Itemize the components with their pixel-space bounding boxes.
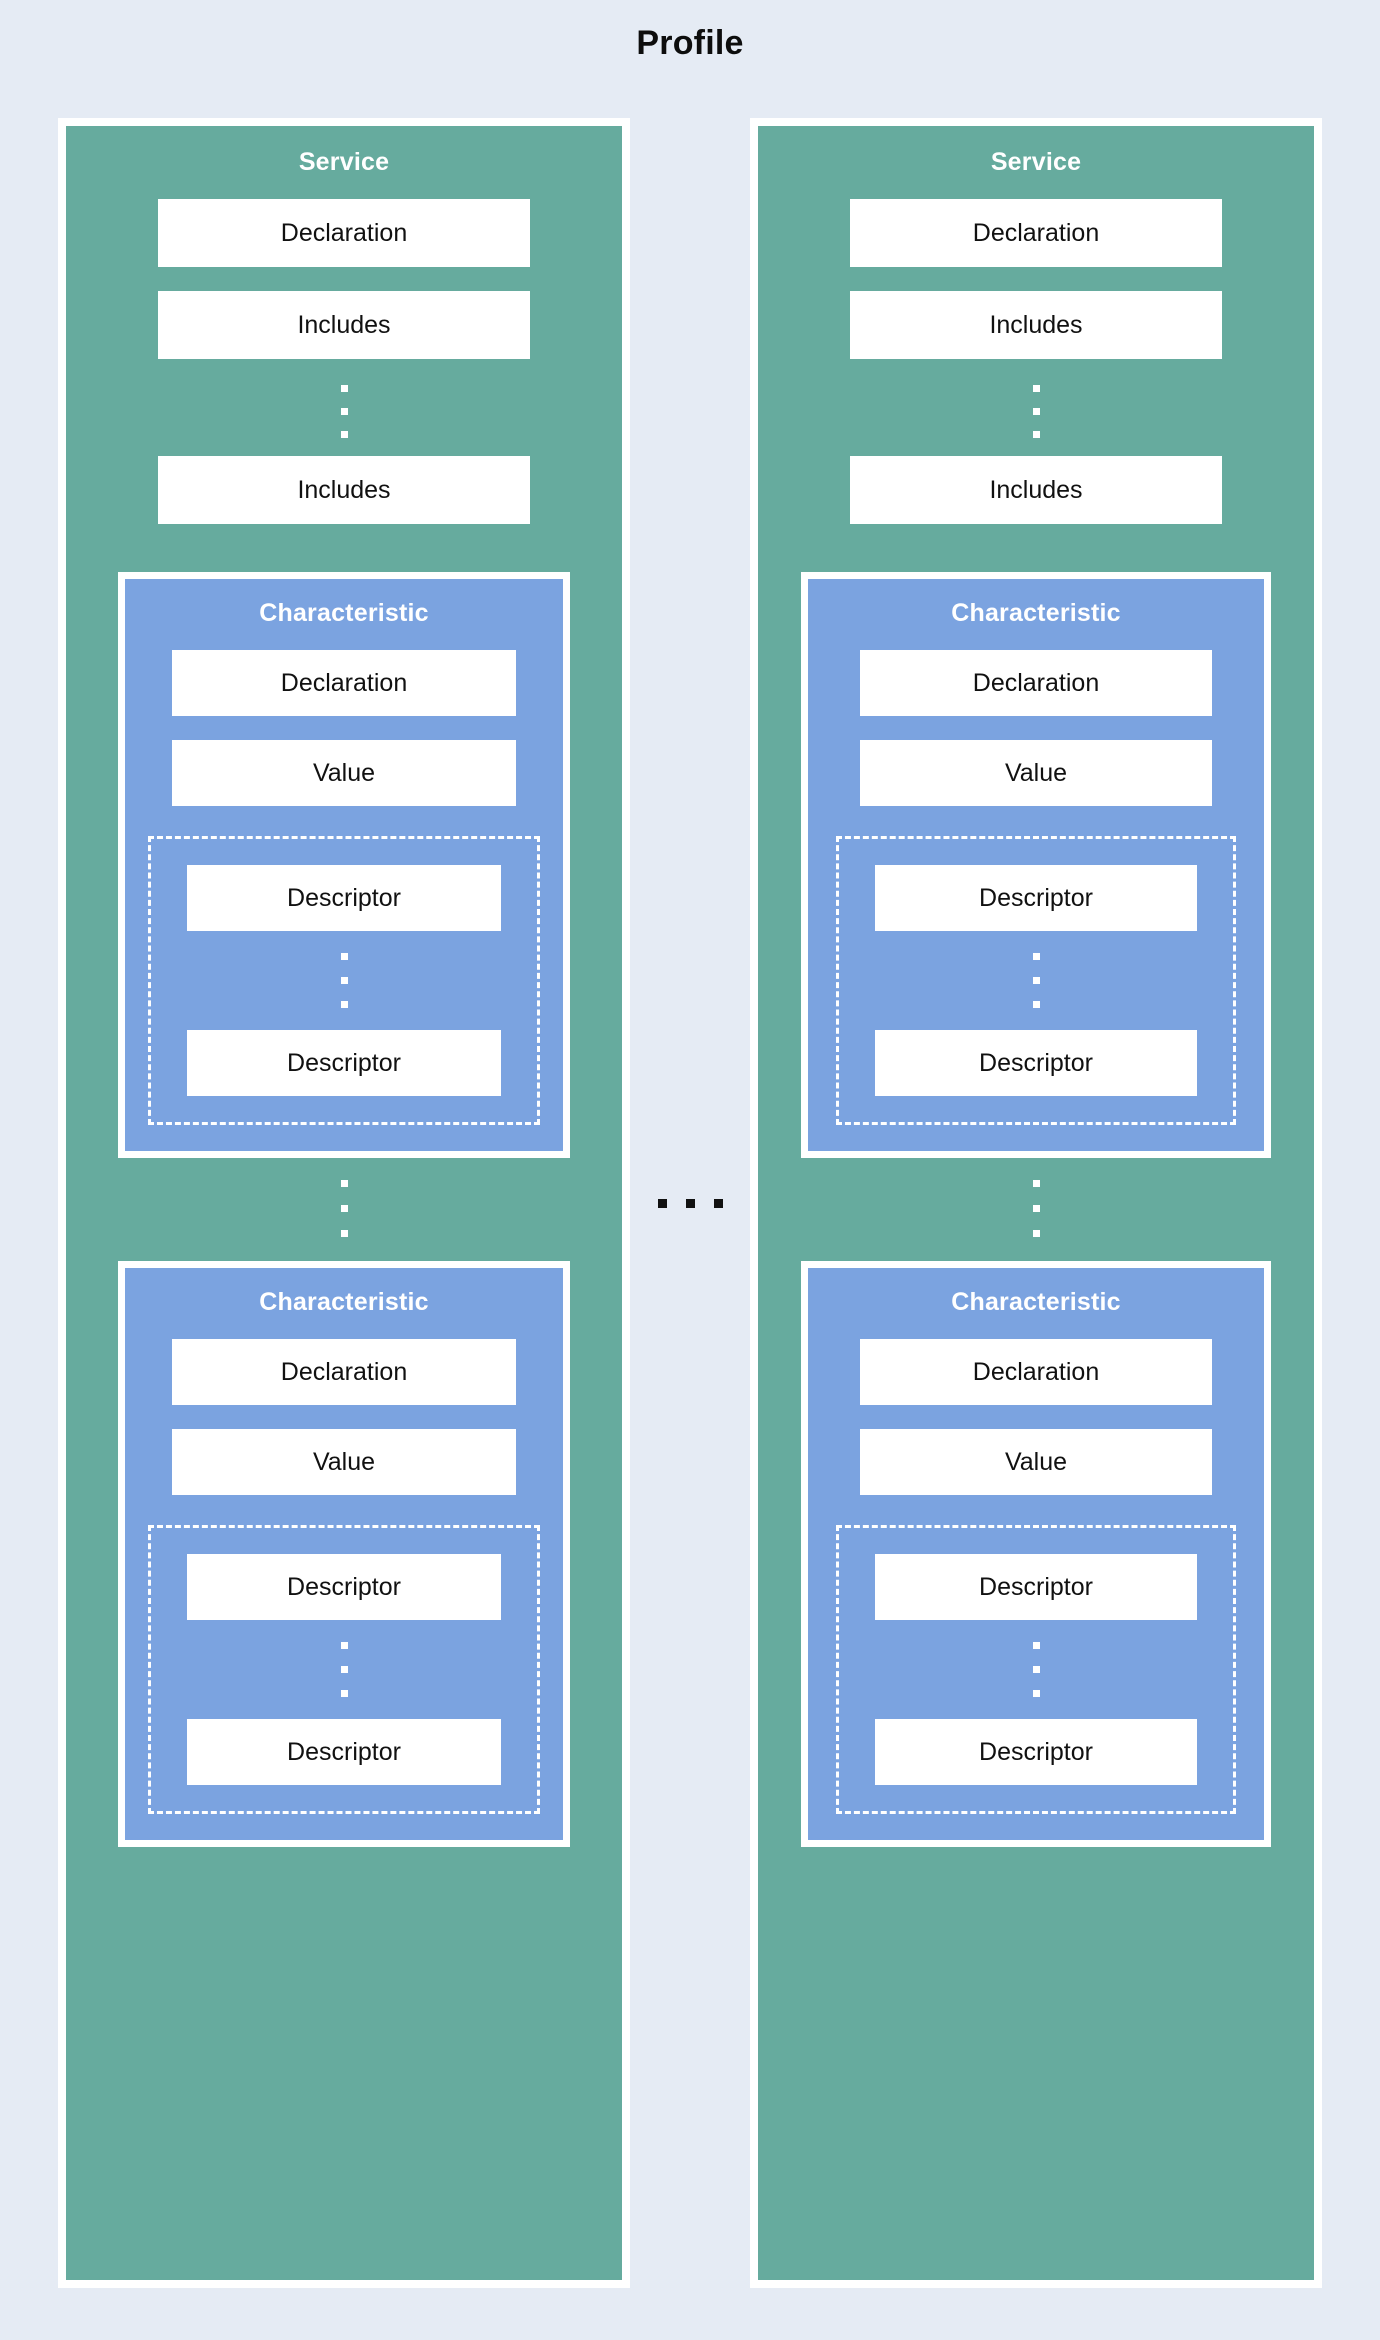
ellipsis-dot [340,1230,348,1237]
characteristic-value-box[interactable]: Value [860,1429,1212,1495]
ellipsis-dot [1032,977,1040,984]
descriptor-box-last[interactable]: Descriptor [187,1030,501,1096]
service-declaration-box[interactable]: Declaration [158,199,530,267]
ellipsis-dot [340,1642,348,1649]
service-columns: Service Declaration Includes Includes Ch… [58,118,1322,2288]
characteristic-declaration-box[interactable]: Declaration [172,650,516,716]
ellipsis-dot [1032,1690,1040,1697]
service-includes-box-last[interactable]: Includes [850,456,1222,524]
ellipsis-dot [1032,1180,1040,1187]
descriptor-box-last[interactable]: Descriptor [187,1719,501,1785]
characteristic-title: Characteristic [951,599,1121,627]
ellipsis-dot [340,1180,348,1187]
descriptor-box-first[interactable]: Descriptor [187,865,501,931]
characteristic-box-first[interactable]: Characteristic Declaration Value Descrip… [118,572,570,1158]
vertical-ellipsis-icon-characteristics [1032,1180,1040,1237]
descriptor-box-first[interactable]: Descriptor [875,865,1197,931]
descriptor-box-first[interactable]: Descriptor [187,1554,501,1620]
descriptor-box-last[interactable]: Descriptor [875,1719,1197,1785]
characteristic-value-box[interactable]: Value [172,740,516,806]
ellipsis-dot [1032,1205,1040,1212]
ellipsis-dot [1032,385,1040,392]
vertical-ellipsis-icon-characteristics [340,1180,348,1237]
ellipsis-dot [1032,1642,1040,1649]
characteristic-declaration-box[interactable]: Declaration [860,650,1212,716]
service-includes-box-last[interactable]: Includes [158,456,530,524]
descriptor-group: Descriptor Descriptor [836,1525,1236,1814]
service-includes-box-first[interactable]: Includes [850,291,1222,359]
characteristic-declaration-box[interactable]: Declaration [860,1339,1212,1405]
horizontal-ellipsis-icon [657,1198,723,1208]
service-title: Service [990,148,1082,176]
ellipsis-dot [340,1001,348,1008]
ellipsis-dot [1032,953,1040,960]
ellipsis-dot [1032,1666,1040,1673]
ellipsis-dot [340,953,348,960]
vertical-ellipsis-icon-service-includes [340,385,348,438]
characteristic-title: Characteristic [259,599,429,627]
ellipsis-dot [340,385,348,392]
ellipsis-dot [340,408,348,415]
vertical-ellipsis-icon-service-includes [1032,385,1040,438]
ellipsis-dot [340,977,348,984]
ellipsis-dot [340,1690,348,1697]
characteristic-value-box[interactable]: Value [172,1429,516,1495]
characteristic-box-last[interactable]: Characteristic Declaration Value Descrip… [118,1261,570,1847]
characteristic-declaration-box[interactable]: Declaration [172,1339,516,1405]
vertical-ellipsis-icon-descriptors [1032,1642,1040,1697]
vertical-ellipsis-icon-descriptors [340,953,348,1008]
ellipsis-dot [1032,431,1040,438]
horizontal-ellipsis-container [650,118,730,2288]
ellipsis-dot [340,1205,348,1212]
characteristic-box-first[interactable]: Characteristic Declaration Value Descrip… [801,572,1271,1158]
ellipsis-dot [713,1198,723,1208]
page-title: Profile [636,24,744,62]
ellipsis-dot [340,1666,348,1673]
ellipsis-dot [657,1198,667,1208]
service-box-left[interactable]: Service Declaration Includes Includes Ch… [58,118,630,2288]
descriptor-group: Descriptor Descriptor [836,836,1236,1125]
characteristic-title: Characteristic [259,1288,429,1316]
characteristic-title: Characteristic [951,1288,1121,1316]
characteristic-box-last[interactable]: Characteristic Declaration Value Descrip… [801,1261,1271,1847]
characteristic-value-box[interactable]: Value [860,740,1212,806]
descriptor-group: Descriptor Descriptor [148,836,540,1125]
vertical-ellipsis-icon-descriptors [1032,953,1040,1008]
ellipsis-dot [1032,1001,1040,1008]
ellipsis-dot [1032,1230,1040,1237]
ellipsis-dot [685,1198,695,1208]
descriptor-box-last[interactable]: Descriptor [875,1030,1197,1096]
descriptor-box-first[interactable]: Descriptor [875,1554,1197,1620]
vertical-ellipsis-icon-descriptors [340,1642,348,1697]
service-box-right[interactable]: Service Declaration Includes Includes Ch… [750,118,1322,2288]
service-title: Service [298,148,390,176]
service-declaration-box[interactable]: Declaration [850,199,1222,267]
descriptor-group: Descriptor Descriptor [148,1525,540,1814]
service-includes-box-first[interactable]: Includes [158,291,530,359]
ellipsis-dot [340,431,348,438]
ellipsis-dot [1032,408,1040,415]
